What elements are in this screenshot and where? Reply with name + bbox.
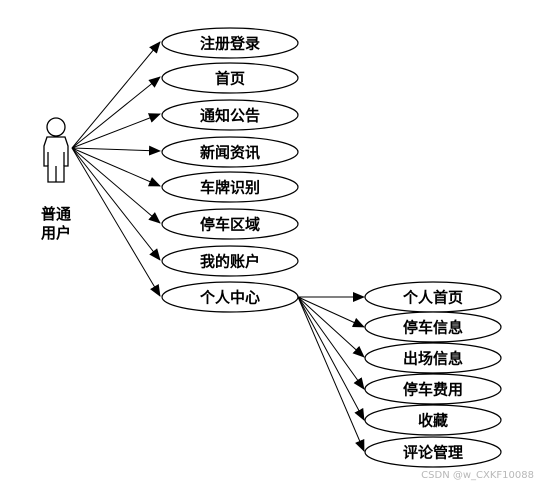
- arrow-favorites: [297, 296, 365, 421]
- sub-use-case-label: 评论管理: [403, 444, 463, 462]
- sub-use-case-label: 出场信息: [403, 350, 463, 368]
- use-case-plate-recognition[interactable]: 车牌识别: [161, 171, 299, 203]
- sub-use-case-exit-info[interactable]: 出场信息: [364, 342, 502, 374]
- arrow-my-account: [71, 147, 161, 261]
- arrow-register-login: [71, 41, 161, 149]
- arrow-plate-recognition: [71, 147, 161, 187]
- use-case-parking-area[interactable]: 停车区域: [161, 208, 299, 240]
- sub-use-case-personal-home[interactable]: 个人首页: [364, 281, 502, 313]
- sub-use-case-label: 个人首页: [402, 289, 463, 307]
- watermark: CSDN @w_CXKF10088: [421, 470, 534, 481]
- actor-associations: [71, 41, 161, 297]
- sub-use-case-label: 停车信息: [403, 319, 463, 337]
- use-case-label: 首页: [215, 70, 245, 88]
- arrow-parking-area: [71, 147, 161, 224]
- sub-use-case-parking-fee[interactable]: 停车费用: [364, 373, 502, 405]
- use-case-label: 通知公告: [200, 107, 260, 125]
- use-case-personal-center[interactable]: 个人中心: [161, 281, 299, 313]
- arrow-parking-fee: [297, 296, 365, 390]
- actor-figure: [43, 117, 69, 183]
- sub-use-case-favorites[interactable]: 收藏: [364, 404, 502, 436]
- use-case-home[interactable]: 首页: [161, 62, 299, 94]
- use-case-news[interactable]: 新闻资讯: [161, 136, 299, 168]
- sub-use-case-comment-manage[interactable]: 评论管理: [364, 436, 502, 468]
- use-case-label: 个人中心: [199, 289, 260, 307]
- sub-associations: [297, 292, 365, 452]
- actor-name-line1: 普通: [41, 205, 71, 223]
- actor-head: [46, 117, 66, 137]
- actor-body: [43, 136, 69, 183]
- arrow-parking-info: [297, 296, 365, 328]
- use-case-notice[interactable]: 通知公告: [161, 99, 299, 131]
- use-case-label: 车牌识别: [200, 179, 260, 197]
- use-case-label: 新闻资讯: [200, 144, 260, 162]
- sub-use-case-label: 停车费用: [403, 381, 463, 399]
- sub-use-case-label: 收藏: [418, 412, 448, 430]
- arrow-home: [71, 76, 161, 149]
- arrow-personal-center: [71, 147, 161, 297]
- use-case-register-login[interactable]: 注册登录: [161, 27, 299, 59]
- use-case-label: 我的账户: [200, 253, 260, 271]
- arrow-news: [71, 145, 161, 156]
- sub-use-case-parking-info[interactable]: 停车信息: [364, 311, 502, 343]
- arrow-comment-manage: [297, 296, 365, 452]
- arrow-notice: [71, 113, 161, 149]
- arrow-exit-info: [297, 296, 365, 358]
- use-case-label: 注册登录: [200, 35, 260, 53]
- use-case-label: 停车区域: [200, 216, 260, 234]
- actor-name-line2: 用户: [41, 224, 71, 242]
- use-case-my-account[interactable]: 我的账户: [161, 245, 299, 277]
